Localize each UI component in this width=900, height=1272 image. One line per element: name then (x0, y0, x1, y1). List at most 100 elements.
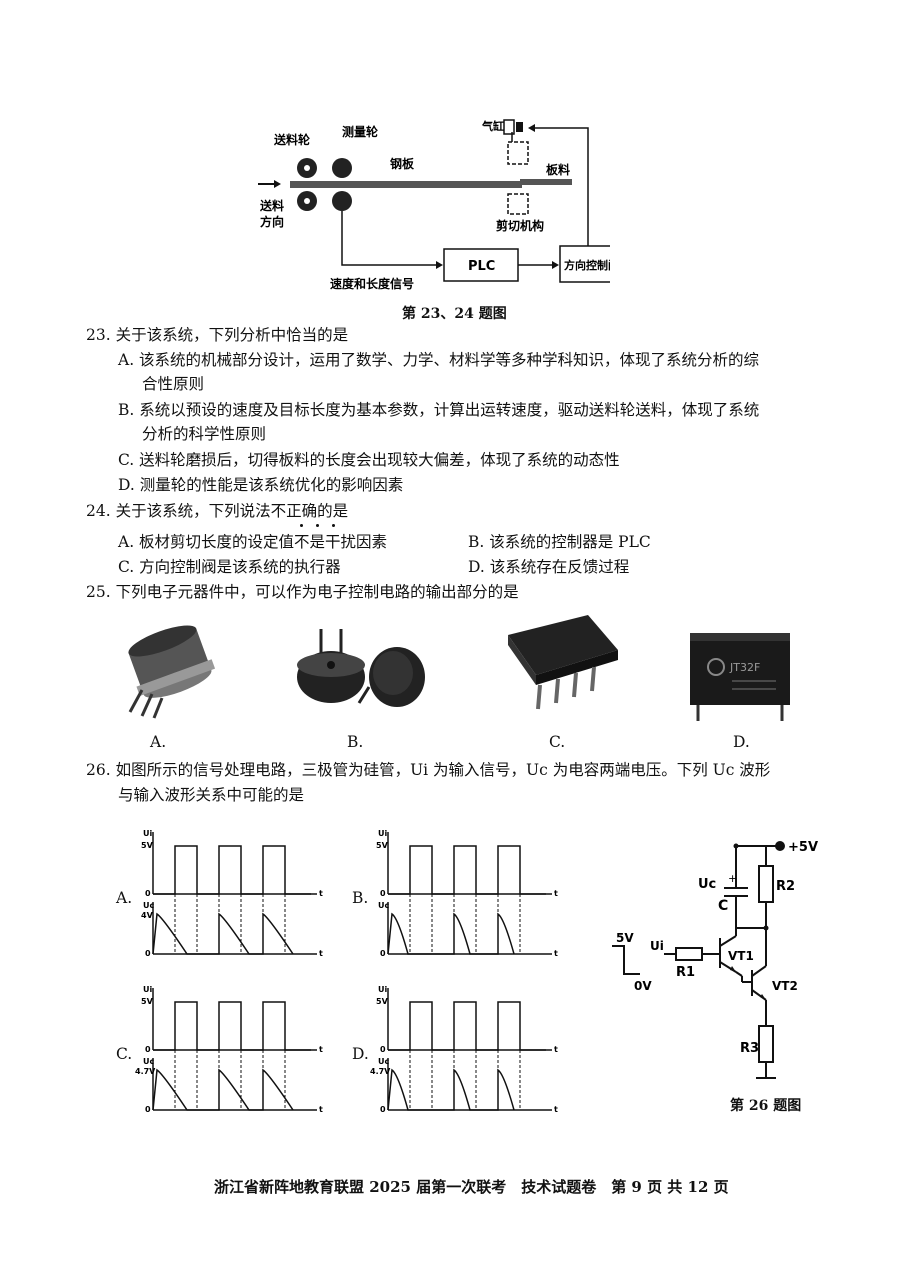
label-feed-direction-2: 方向 (260, 214, 284, 229)
axis-label-uc: Uc (143, 901, 154, 910)
axis-label-5v: 5V (376, 997, 389, 1006)
q24-stem-pre: 24. 关于该系统，下列说法 (86, 502, 271, 520)
axis-label-t: t (319, 1105, 323, 1114)
axis-label-t: t (319, 889, 323, 898)
axis-label-zero: 0 (380, 949, 386, 958)
circuit-label-r2: R2 (776, 879, 795, 894)
axis-label-t: t (554, 949, 558, 958)
axis-label-ui: Ui (143, 829, 152, 838)
figure1-caption: 第 23、24 题图 (402, 306, 507, 322)
circuit-label-uc: Uc (698, 877, 716, 892)
q23-option-a-line2: 合性原则 (142, 375, 205, 393)
label-plate-material: 板料 (546, 162, 570, 177)
q26-option-a-label: A. (116, 889, 133, 907)
q25-label-a: A. (150, 733, 167, 751)
circuit-label-vcc: +5V (788, 840, 818, 855)
axis-label-t: t (319, 949, 323, 958)
q23-stem: 23. 关于该系统，下列分析中恰当的是 (86, 326, 349, 344)
q24-option-b: B. 该系统的控制器是 PLC (468, 533, 651, 551)
label-cylinder: 气缸 (481, 119, 504, 133)
axis-label-uc-level: 4.7V (370, 1067, 391, 1076)
label-steel-plate: 钢板 (390, 156, 415, 171)
circuit-label-c: C (718, 898, 728, 914)
circuit-label-ui: Ui (650, 939, 664, 953)
component-d-image: JT32F (690, 633, 790, 721)
q26-stem-line2: 与输入波形关系中可能的是 (118, 786, 305, 804)
q25-label-c: C. (549, 733, 566, 751)
relay-model-text: JT32F (729, 661, 760, 674)
uc-waveform (152, 912, 294, 955)
label-direction-valve: 方向控制阀 (564, 258, 610, 272)
direction-valve-box (559, 245, 610, 283)
axis-label-zero: 0 (380, 1045, 386, 1054)
q23-option-b-line1: B. 系统以预设的速度及目标长度为基本参数，计算出运转速度，驱动送料轮送料，体现… (118, 401, 760, 419)
q24-stem: 24. 关于该系统，下列说法不正确的是 (86, 501, 348, 521)
circuit-label-input-low: 0V (634, 979, 652, 993)
axis-label-zero: 0 (380, 889, 386, 898)
label-plc: PLC (468, 259, 495, 274)
measure-wheel-bottom (332, 191, 352, 211)
axis-label-uc-level: 4.7V (135, 1067, 156, 1076)
label-speed-length-signal: 速度和长度信号 (330, 276, 414, 291)
label-feed-direction-1: 送料 (259, 198, 284, 213)
circuit-label-vt1: VT1 (728, 949, 754, 963)
emphasis-dot (316, 524, 319, 527)
circuit-label-r1: R1 (676, 965, 695, 980)
axis-label-zero: 0 (145, 949, 151, 958)
axis-label-5v: 5V (376, 841, 389, 850)
svg-text:+: + (728, 872, 737, 885)
component-c-image (508, 615, 618, 710)
axis-label-uc: Uc (378, 1057, 389, 1066)
uc-waveform (387, 912, 515, 955)
axis-label-zero: 0 (145, 1045, 151, 1054)
q23-option-a-line1: A. 该系统的机械部分设计，运用了数学、力学、材料学等多种学科知识，体现了系统分… (118, 351, 760, 369)
label-cutting-mechanism: 剪切机构 (496, 218, 544, 233)
q23-option-d: D. 测量轮的性能是该系统优化的影响因素 (118, 476, 404, 494)
axis-label-t: t (554, 889, 558, 898)
uc-waveform (152, 1068, 294, 1111)
axis-label-t: t (554, 1045, 558, 1054)
plc-box (443, 248, 519, 282)
q23-option-b-line2: 分析的科学性原则 (142, 425, 267, 443)
q24-stem-post: 的是 (317, 502, 349, 520)
q24-option-c: C. 方向控制阀是该系统的执行器 (118, 558, 341, 576)
q23-option-c: C. 送料轮磨损后，切得板料的长度会出现较大偏差，体现了系统的动态性 (118, 451, 620, 469)
q24-option-d: D. 该系统存在反馈过程 (468, 558, 630, 576)
emphasis-dot (332, 524, 335, 527)
ui-square-wave (388, 1001, 546, 1051)
circuit-label-r3: R3 (740, 1041, 759, 1056)
q25-label-d: D. (733, 733, 750, 751)
ui-square-wave (153, 845, 311, 895)
measure-wheel-top (332, 158, 352, 178)
ui-square-wave (388, 845, 546, 895)
axis-label-ui: Ui (143, 985, 152, 994)
label-measure-wheel: 测量轮 (342, 124, 379, 139)
q26-option-b-label: B. (352, 889, 369, 907)
q26-stem-line1: 26. 如图所示的信号处理电路，三极管为硅管，Ui 为输入信号，Uc 为电容两端… (86, 761, 771, 779)
axis-label-ui: Ui (378, 985, 387, 994)
q26-option-c-label: C. (116, 1045, 133, 1063)
page-footer: 浙江省新阵地教育联盟 2025 届第一次联考 技术试题卷 第 9 页 共 12 … (214, 1178, 729, 1196)
axis-label-5v: 5V (141, 997, 154, 1006)
figure26-caption: 第 26 题图 (730, 1098, 802, 1114)
circuit-label-vt2: VT2 (772, 979, 798, 993)
axis-label-zero: 0 (145, 1105, 151, 1114)
axis-label-zero: 0 (380, 1105, 386, 1114)
axis-label-zero: 0 (145, 889, 151, 898)
system-diagram: 送料轮 测量轮 钢板 气缸 板料 送料 方向 剪切机构 速度和长度信号 PLC … (258, 119, 610, 291)
label-feed-wheel: 送料轮 (273, 132, 311, 147)
axis-label-uc: Uc (378, 901, 389, 910)
ui-square-wave (153, 1001, 311, 1051)
q24-stem-emphasis: 不正确 (270, 502, 318, 520)
q25-label-b: B. (347, 733, 364, 751)
emphasis-dot (300, 524, 303, 527)
axis-label-t: t (554, 1105, 558, 1114)
circuit-diagram: +5V Uc C + R2 Ui R1 VT1 VT2 R3 5V 0V (612, 840, 818, 1079)
axis-label-uc: Uc (143, 1057, 154, 1066)
axis-label-ui: Ui (378, 829, 387, 838)
q25-stem: 25. 下列电子元器件中，可以作为电子控制电路的输出部分的是 (86, 583, 519, 601)
circuit-label-input-high: 5V (616, 931, 634, 945)
